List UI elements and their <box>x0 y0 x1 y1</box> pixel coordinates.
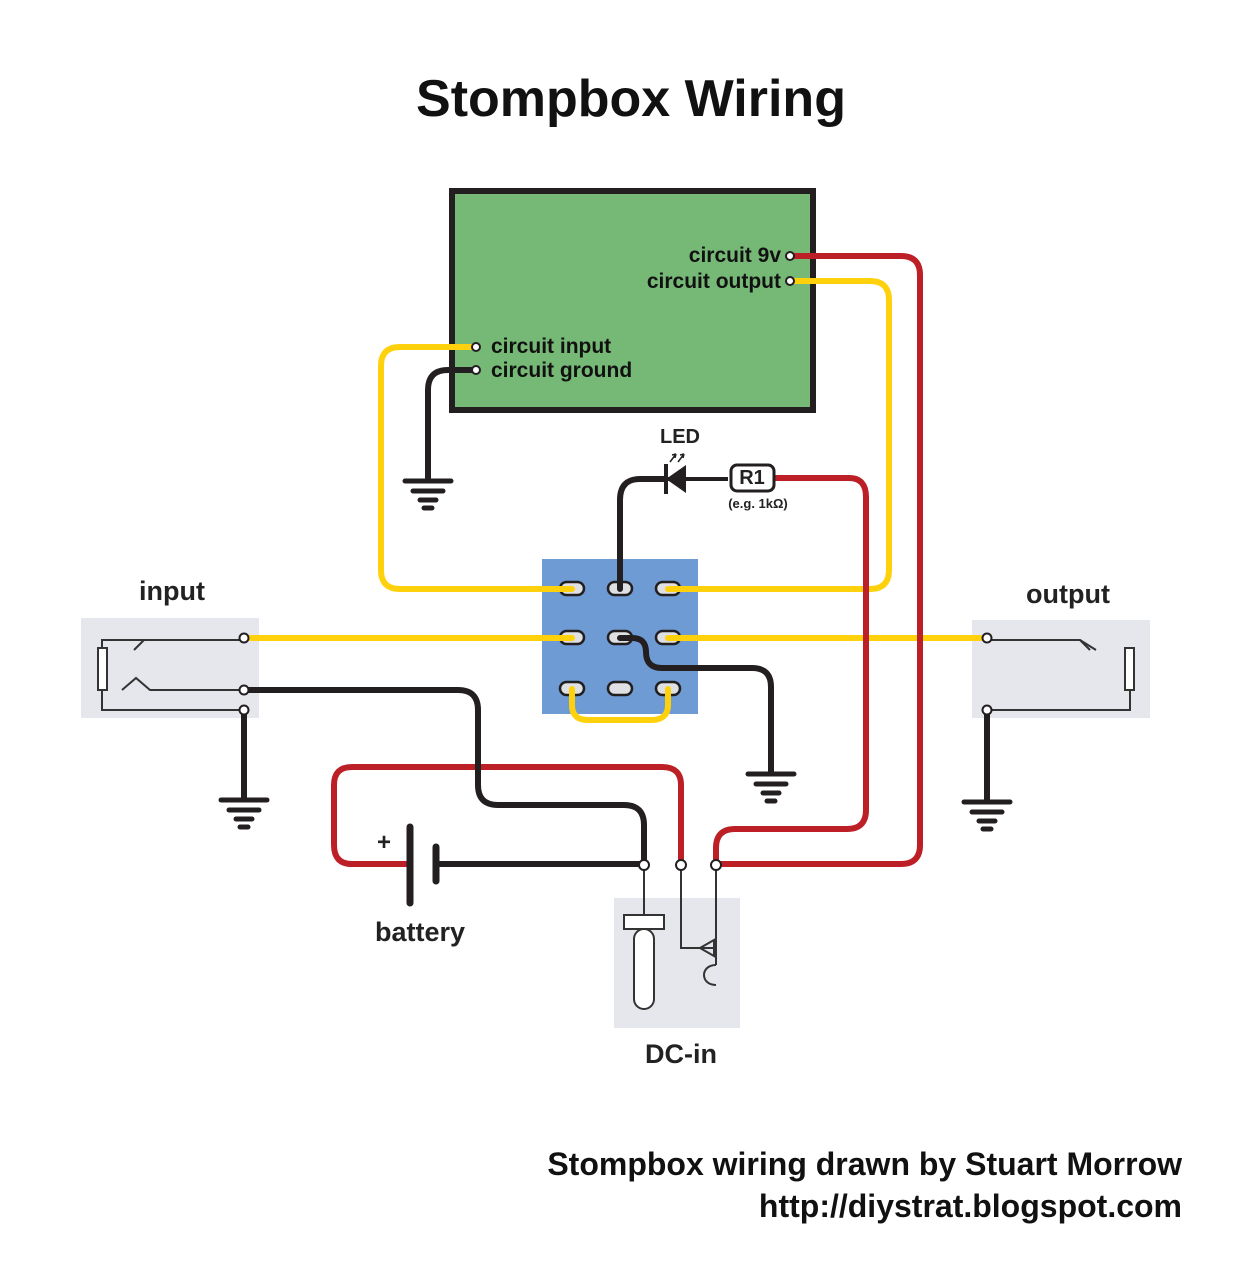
output-jack-body <box>972 620 1150 718</box>
terminal-ground <box>471 365 481 375</box>
led-diode-icon <box>664 453 728 494</box>
circuit-output-label: circuit output <box>647 270 781 293</box>
ground-wires <box>241 367 990 867</box>
circuit-input-label: circuit input <box>491 335 611 358</box>
resistor-label: R1 <box>739 467 765 489</box>
terminal-input <box>471 342 481 352</box>
input-jack-tip <box>238 632 250 644</box>
credit-author: Stompbox wiring drawn by Stuart Morrow <box>547 1146 1182 1182</box>
dc-jack-pin-1 <box>638 859 650 871</box>
battery-label: battery <box>375 917 465 947</box>
circuit-ground-label: circuit ground <box>491 359 632 382</box>
output-jack-tip <box>981 632 993 644</box>
power-wires <box>331 253 923 867</box>
credit-url[interactable]: http://diystrat.blogspot.com <box>759 1188 1182 1224</box>
signal-wires <box>243 278 990 723</box>
output-jack-label: output <box>1026 579 1110 609</box>
input-jack-body <box>81 618 259 718</box>
input-jack-sleeve <box>238 704 250 716</box>
terminal-output <box>785 276 795 286</box>
ground-symbol-icon <box>402 478 454 511</box>
page-title: Stompbox Wiring <box>416 70 846 128</box>
ground-symbol-icon <box>745 771 797 804</box>
dc-in-label: DC-in <box>645 1039 717 1069</box>
lug-3-2 <box>606 680 634 697</box>
led-label: LED <box>660 426 700 448</box>
input-jack-switch <box>238 684 250 696</box>
terminal-9v <box>785 251 795 261</box>
input-jack-label: input <box>139 576 205 606</box>
battery-polarity: + <box>377 829 391 856</box>
circuit-board <box>449 188 816 413</box>
terminal-points <box>238 251 993 871</box>
resistor-icon <box>729 463 776 493</box>
audio-jack-icon <box>97 639 244 711</box>
resistor-value: (e.g. 1kΩ) <box>728 496 788 511</box>
audio-jack-icon <box>987 639 1135 711</box>
battery-cell-icon <box>406 823 440 907</box>
dc-jack-pin-2 <box>675 859 687 871</box>
output-jack-sleeve <box>981 704 993 716</box>
ground-symbol-icon <box>961 799 1013 832</box>
dc-jack-pin-3 <box>710 859 722 871</box>
dc-jack-icon <box>623 868 717 1010</box>
ground-symbol-icon <box>218 797 270 830</box>
circuit-9v-label: circuit 9v <box>689 244 782 267</box>
